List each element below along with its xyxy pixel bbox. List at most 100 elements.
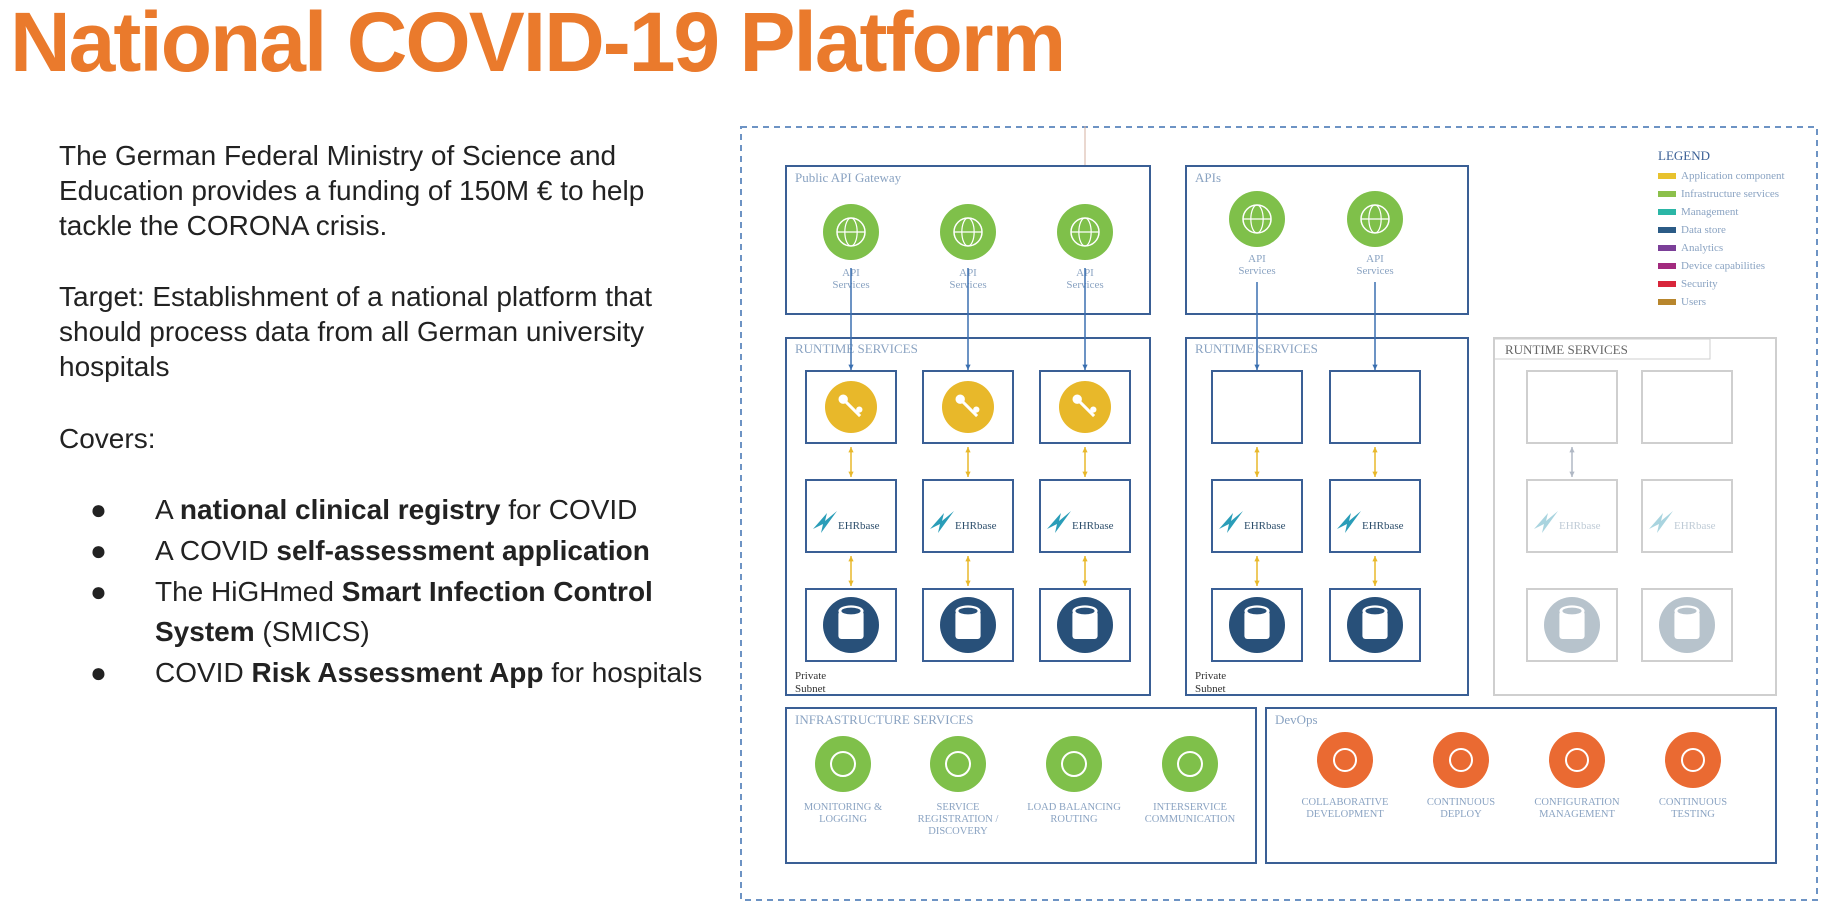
runtime-services-title: RUNTIME SERVICES xyxy=(1505,342,1628,357)
blue-arrow-head xyxy=(1254,364,1260,370)
data-store-icon-body xyxy=(1559,611,1585,639)
infrastructure-service-icon-glyph xyxy=(945,751,971,777)
infrastructure-service-label: COMMUNICATION xyxy=(1145,814,1236,825)
infrastructure-service-icon-glyph xyxy=(1061,751,1087,777)
infrastructure-service-label: DISCOVERY xyxy=(928,826,988,837)
legend-swatch xyxy=(1658,245,1676,251)
application-component-icon-head xyxy=(838,394,848,404)
runtime-services-middle-box xyxy=(1185,337,1469,696)
data-store-box xyxy=(805,588,897,662)
ehrbase-logo-icon xyxy=(930,511,954,533)
legend-item-label: Data store xyxy=(1681,224,1726,236)
data-store-icon-body xyxy=(838,611,864,639)
data-store-icon-rim xyxy=(1365,607,1385,615)
devops-box xyxy=(1265,707,1777,864)
infrastructure-service-icon xyxy=(1162,736,1218,792)
ehrbase-box xyxy=(1039,479,1131,553)
yellow-arrow-up-head xyxy=(1082,556,1088,562)
data-store-icon-body xyxy=(1674,611,1700,639)
infrastructure-service-label: ROUTING xyxy=(1050,814,1098,825)
ehrbase-logo-icon xyxy=(1337,511,1361,533)
infrastructure-service-icon-glyph xyxy=(830,751,856,777)
ehrbase-box xyxy=(1641,479,1733,553)
ehrbase-logo-icon xyxy=(1047,511,1071,533)
devops-title: DevOps xyxy=(1275,712,1318,727)
data-store-icon-body xyxy=(1244,611,1270,639)
ehrbase-box xyxy=(1329,479,1421,553)
infrastructure-service-icon-glyph xyxy=(1177,751,1203,777)
legend-swatch xyxy=(1658,173,1676,179)
blue-arrow-head xyxy=(1082,364,1088,370)
data-store-icon-rim xyxy=(1562,607,1582,615)
data-store-icon-rim xyxy=(1247,607,1267,615)
infrastructure-service-icon xyxy=(1046,736,1102,792)
legend-swatch xyxy=(1658,299,1676,305)
yellow-arrow-up-head xyxy=(1254,447,1260,453)
covers-text: Covers: xyxy=(59,423,156,454)
funding-text: The German Federal Ministry of Science a… xyxy=(59,140,645,241)
data-store-box xyxy=(922,588,1014,662)
infrastructure-service-label: LOAD BALANCING xyxy=(1027,802,1121,813)
devops-icon xyxy=(1549,732,1605,788)
legend-swatch xyxy=(1658,281,1676,287)
private-subnet-label: Private xyxy=(795,670,826,682)
ehrbase-logo-text: EHRbase xyxy=(1362,520,1404,532)
runtime-services-right-header xyxy=(1493,338,1711,360)
list-item: ●A COVID self-assessment application xyxy=(90,531,710,571)
bullet-dot-icon: ● xyxy=(90,576,107,607)
data-store-box xyxy=(1039,588,1131,662)
devops-icon-glyph xyxy=(1449,748,1473,772)
list-item: ●A national clinical registry for COVID xyxy=(90,490,710,530)
outer-dashed-frame xyxy=(740,126,1818,901)
infrastructure-services-title: INFRASTRUCTURE SERVICES xyxy=(795,712,973,727)
yellow-arrow-up-head xyxy=(848,556,854,562)
application-component-box xyxy=(805,370,897,444)
private-subnet-label: Subnet xyxy=(795,683,826,695)
apis-title: APIs xyxy=(1195,170,1221,185)
data-store-icon-rim xyxy=(1677,607,1697,615)
data-store-icon-rim xyxy=(1075,607,1095,615)
infrastructure-service-label: SERVICE xyxy=(937,802,980,813)
yellow-arrow-down-head xyxy=(848,580,854,586)
data-store-icon-rim xyxy=(958,607,978,615)
infrastructure-service-label: LOGGING xyxy=(819,814,867,825)
data-store-box xyxy=(1641,588,1733,662)
data-store-icon-rim xyxy=(841,607,861,615)
devops-label: COLLABORATIVE xyxy=(1302,797,1389,808)
application-component-box xyxy=(1329,370,1421,444)
devops-icon xyxy=(1665,732,1721,788)
application-component-icon-dot xyxy=(856,406,863,413)
devops-label: DEPLOY xyxy=(1440,809,1482,820)
faded-arrow-down-head xyxy=(1569,471,1575,477)
yellow-arrow-up-head xyxy=(1372,447,1378,453)
yellow-arrow-up-head xyxy=(1254,556,1260,562)
yellow-arrow-up-head xyxy=(848,447,854,453)
yellow-arrow-up-head xyxy=(965,447,971,453)
ehrbase-logo-text: EHRbase xyxy=(1674,520,1716,532)
ehrbase-logo-text: EHRbase xyxy=(1244,520,1286,532)
devops-icon xyxy=(1317,732,1373,788)
ehrbase-box xyxy=(805,479,897,553)
ehrbase-logo-text: EHRbase xyxy=(955,520,997,532)
devops-icon-glyph xyxy=(1681,748,1705,772)
application-component-icon-head xyxy=(955,394,965,404)
public-api-gateway-title: Public API Gateway xyxy=(795,170,902,185)
legend-item-label: Security xyxy=(1681,278,1718,290)
yellow-arrow-down-head xyxy=(848,471,854,477)
yellow-arrow-down-head xyxy=(1082,580,1088,586)
private-subnet-label: Private xyxy=(1195,670,1226,682)
data-store-box xyxy=(1526,588,1618,662)
yellow-arrow-down-head xyxy=(1254,471,1260,477)
ehrbase-logo-text: EHRbase xyxy=(838,520,880,532)
devops-label: TESTING xyxy=(1671,809,1715,820)
application-component-box xyxy=(922,370,1014,444)
ehrbase-logo-icon xyxy=(1534,511,1558,533)
yellow-arrow-down-head xyxy=(1082,471,1088,477)
legend-swatch xyxy=(1658,191,1676,197)
yellow-arrow-down-head xyxy=(1254,580,1260,586)
devops-label: CONTINUOUS xyxy=(1427,797,1495,808)
faded-arrow-up-head xyxy=(1569,447,1575,453)
bullet-dot-icon: ● xyxy=(90,494,107,525)
application-component-icon-head xyxy=(1072,394,1082,404)
private-subnet-label: Subnet xyxy=(1195,683,1226,695)
